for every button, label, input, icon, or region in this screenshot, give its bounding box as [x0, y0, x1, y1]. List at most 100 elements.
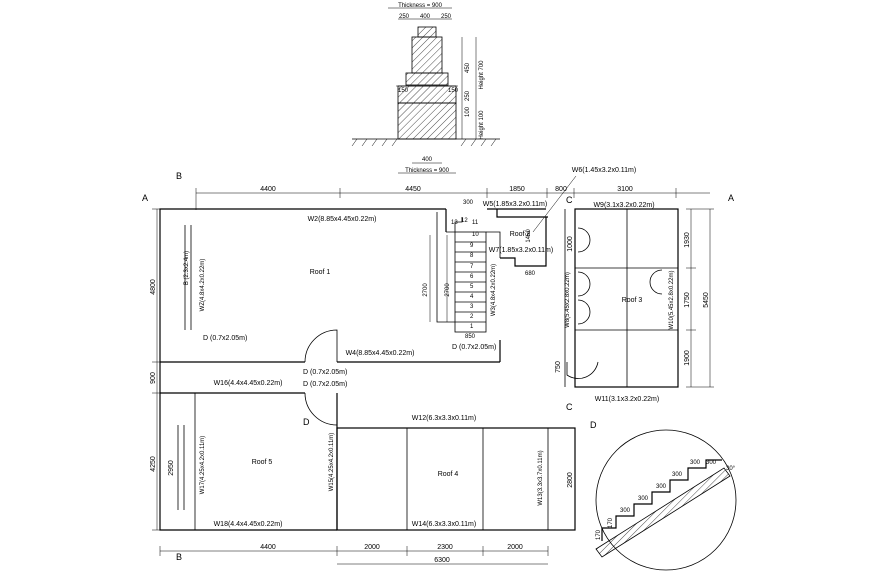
roof3-outline [574, 208, 679, 388]
dim-2950: 2950 [168, 460, 175, 476]
stair-step-4: 4 [470, 294, 474, 300]
dim-bottom-6300: 6300 [434, 557, 450, 564]
wall-label-w2: W2(8.85x4.45x0.22m) [308, 216, 377, 223]
wall-label-w3: W3(4.8x4.2x0.22m) [491, 264, 497, 316]
dim-right-5450: 5450 [703, 292, 710, 308]
dim-250-left: 250 [399, 14, 410, 20]
wall-label-w14: W14(6.3x3.3x0.11m) [412, 521, 476, 528]
tread-2: 300 [638, 496, 649, 502]
wall-label-w18: W18(4.4x4.45x0.22m) [214, 521, 283, 528]
stair-step-2: 2 [470, 314, 474, 320]
height-100-label: Height 100 [479, 110, 485, 140]
door-label-2: D (0.7x2.05m) [452, 344, 496, 351]
dim-top-3100: 3100 [617, 186, 633, 193]
section-b-top: B [176, 171, 182, 181]
dim-top-4450: 4450 [405, 186, 421, 193]
bottom-dimension-line: 4400 2000 2300 2000 6300 [159, 544, 549, 565]
door-label-b: B (2.3x2.4m) [184, 251, 190, 285]
room-label-roof2: Roof 2 [510, 231, 531, 238]
section-c-top: C [566, 195, 573, 205]
dim-250-right: 250 [441, 14, 452, 20]
dim-bottom-4400: 4400 [260, 544, 276, 551]
roof4-outline [336, 427, 576, 531]
wall-label-w17: W17(4.25x4.2x0.11m) [200, 436, 206, 495]
right-step-label: 150 [448, 88, 459, 94]
stair-step-10: 10 [472, 232, 479, 238]
wall-label-w15: W15(4.25x4.2x0.11m) [329, 433, 335, 492]
dim-left-900: 900 [150, 372, 157, 384]
section-a-right: A [728, 193, 734, 203]
stair-dim-850: 850 [465, 334, 476, 340]
stair-dim-2700-inner: 2700 [445, 283, 451, 297]
wall-label-w5: W5(1.85x3.2x0.11m) [483, 201, 547, 208]
wall-label-w9: W9(3.1x3.2x0.22m) [593, 202, 654, 209]
wall-label-w6: W6(1.45x3.2x0.11m) [572, 167, 636, 174]
stair-dim-300: 300 [463, 200, 474, 206]
foundation-section: Thickness = 900 250 400 250 150 150 450 … [351, 3, 500, 174]
footing-cap [417, 26, 437, 38]
stair-steps-profile [601, 459, 722, 541]
room-label-roof1: Roof 1 [310, 269, 331, 276]
stair-step-8: 8 [470, 253, 474, 259]
footing-base [397, 102, 457, 140]
door-label-4: D (0.7x2.05m) [303, 381, 347, 388]
thickness-top-label: Thickness = 900 [398, 3, 443, 9]
dim-400-top: 400 [420, 14, 431, 20]
section-d-plan: D [303, 417, 310, 427]
riser-2: 170 [608, 517, 614, 528]
dim-450: 450 [465, 62, 471, 73]
w6-leader [532, 175, 577, 233]
stair-step-7: 7 [470, 264, 474, 270]
tread-1: 300 [620, 508, 631, 514]
stair-step-9: 9 [470, 243, 474, 249]
tread-4: 300 [672, 472, 683, 478]
wall-label-w13: W13(3.3x3.7x0.11m) [538, 450, 544, 505]
door-swings [304, 227, 663, 426]
riser-1: 170 [596, 529, 602, 540]
dim-100: 100 [465, 106, 471, 117]
dim-bottom-2000-a: 2000 [364, 544, 380, 551]
stair-step-11: 11 [472, 220, 479, 226]
wall-label-w7: W7(1.85x3.2x0.11m) [489, 247, 553, 254]
wall-label-w4: W4(8.85x4.45x0.22m) [346, 350, 415, 357]
height-700-label: Height 700 [479, 60, 485, 90]
staircase: 300 13 12 11 10 9 8 7 6 5 4 3 2 1 2700 2… [423, 200, 536, 340]
stair-step-5: 5 [470, 284, 474, 290]
stair-dim-2700: 2700 [423, 283, 429, 297]
left-step-label: 150 [398, 88, 409, 94]
dim-top-4400: 4400 [260, 186, 276, 193]
top-dimension-line: 4400 4450 1850 800 3100 [195, 186, 710, 210]
dim-right-1750: 1750 [684, 292, 691, 308]
stair-angle: 30° [726, 466, 736, 472]
door-label-1: D (0.7x2.05m) [203, 335, 247, 342]
footing-mid [405, 72, 449, 86]
dim-right-1900: 1900 [684, 350, 691, 366]
dim-bottom-2000-b: 2000 [507, 544, 523, 551]
dim-top-800: 800 [555, 186, 567, 193]
stair-step-6: 6 [470, 274, 474, 280]
section-c-bottom: C [566, 402, 573, 412]
thickness-bottom-label: Thickness = 900 [405, 168, 450, 174]
dim-right-1000: 1000 [567, 236, 574, 252]
dim-250: 250 [465, 90, 471, 101]
room-label-roof3: Roof 3 [622, 297, 643, 304]
wall-label-w8: W8(5.45x2.8x0.22m) [565, 272, 571, 328]
stair-dim-1450: 1450 [526, 229, 532, 243]
dim-right-1930: 1930 [684, 232, 691, 248]
dim-right-2800: 2800 [567, 472, 574, 488]
stair-step-13: 13 [451, 220, 458, 226]
tread-6: 300 [706, 460, 717, 466]
stair-detail-circle: 300 300 300 300 300 300 170 170 30° [595, 429, 737, 571]
dim-bottom-2300: 2300 [437, 544, 453, 551]
main-walls [159, 208, 679, 531]
dim-400-bottom: 400 [422, 157, 433, 163]
stair-step-12: 12 [461, 218, 468, 224]
tread-5: 300 [690, 460, 701, 466]
dim-left-4250: 4250 [150, 456, 157, 472]
wall-label-wz: WZ(4.8x4.2x0.22m) [200, 259, 206, 312]
windows-left: 2950 [168, 225, 192, 510]
dim-top-1850: 1850 [509, 186, 525, 193]
dim-left-4800: 4800 [150, 279, 157, 295]
door-label-3: D (0.7x2.05m) [303, 369, 347, 376]
